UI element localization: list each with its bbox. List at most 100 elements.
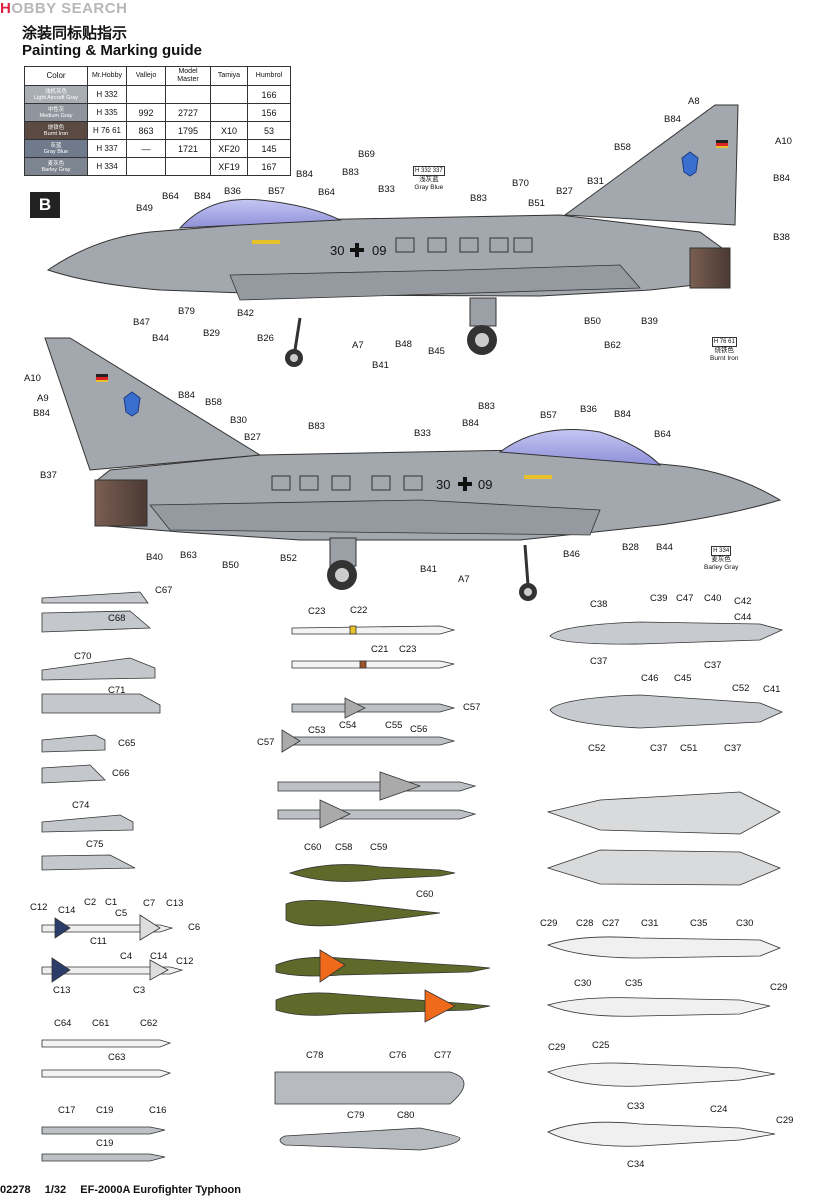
part-label: C28 <box>576 918 594 929</box>
serial-right: 09 <box>478 477 493 492</box>
part-label: C75 <box>86 839 104 850</box>
part-label: C70 <box>74 651 92 662</box>
part-label: C58 <box>335 842 353 853</box>
color-table-header: Color Mr.Hobby Vallejo Model Master Tami… <box>24 66 291 86</box>
callout-label: B39 <box>641 316 658 327</box>
kit-number: 02278 <box>0 1184 31 1196</box>
callout-label: B36 <box>580 404 597 415</box>
callout-label: B84 <box>33 408 50 419</box>
callout-label: A10 <box>24 373 41 384</box>
part-label: C45 <box>674 673 692 684</box>
callout-label: B57 <box>540 410 557 421</box>
part-label: C57 <box>257 737 275 748</box>
part-label: C6 <box>188 922 201 933</box>
part-label: C13 <box>53 985 71 996</box>
callout-label: B28 <box>622 542 639 553</box>
part-label: C59 <box>370 842 388 853</box>
callout-label: A8 <box>688 96 700 107</box>
callout-label: B84 <box>194 191 211 202</box>
part-label: C54 <box>339 720 357 731</box>
callout-label: B63 <box>180 550 197 561</box>
part-label: C22 <box>350 605 368 616</box>
callout-label: B64 <box>162 191 179 202</box>
part-label: C12 <box>30 902 48 913</box>
aircraft-side-view-right <box>44 337 782 601</box>
part-label: C1 <box>105 897 118 908</box>
part-label: C25 <box>592 1040 610 1051</box>
fuel-tank-parts <box>546 621 784 1147</box>
callout-label: B84 <box>614 409 631 420</box>
serial-left: 30 <box>330 243 345 258</box>
part-label: C12 <box>176 956 194 967</box>
part-label: C74 <box>72 800 90 811</box>
part-label: C42 <box>734 596 752 607</box>
humbrol-code: 156 <box>247 103 291 122</box>
part-label: C23 <box>399 644 417 655</box>
part-label: C7 <box>143 898 156 909</box>
callout-label: B36 <box>224 186 241 197</box>
callout-label: B41 <box>420 564 437 575</box>
part-label: C46 <box>641 673 659 684</box>
part-label: C27 <box>602 918 620 929</box>
pylon-parts <box>41 591 161 871</box>
callout-label: B26 <box>257 333 274 344</box>
part-label: C37 <box>704 660 722 671</box>
footer: 02278 1/32 EF-2000A Eurofighter Typhoon <box>0 1184 241 1196</box>
part-label: C29 <box>540 918 558 929</box>
callout-label: B51 <box>528 198 545 209</box>
callout-label: A10 <box>775 136 792 147</box>
part-label: C5 <box>115 908 128 919</box>
part-label: C66 <box>112 768 130 779</box>
callout-label: B84 <box>664 114 681 125</box>
part-label: C34 <box>627 1159 645 1170</box>
callout-label: B37 <box>40 470 57 481</box>
part-label: C53 <box>308 725 326 736</box>
missile-parts-left <box>41 914 184 1162</box>
part-label: C13 <box>166 898 184 909</box>
part-label: C40 <box>704 593 722 604</box>
part-label: C37 <box>650 743 668 754</box>
callout-label: B64 <box>318 187 335 198</box>
callout-label: B44 <box>656 542 673 553</box>
part-label: C47 <box>676 593 694 604</box>
part-label: C29 <box>776 1115 794 1126</box>
engine-nozzle <box>94 479 148 527</box>
missile-parts-center <box>274 625 491 1151</box>
engine-nozzle <box>689 247 731 289</box>
part-label: C37 <box>724 743 742 754</box>
callout-label: B83 <box>308 421 325 432</box>
part-label: C37 <box>590 656 608 667</box>
humbrol-code: 167 <box>247 157 291 176</box>
part-label: C44 <box>734 612 752 623</box>
callout-label: B70 <box>512 178 529 189</box>
callout-label: B42 <box>237 308 254 319</box>
part-label: C41 <box>763 684 781 695</box>
part-label: C60 <box>416 889 434 900</box>
part-label: C52 <box>588 743 606 754</box>
humbrol-code: 166 <box>247 85 291 104</box>
part-label: C29 <box>770 982 788 993</box>
callout-label: B84 <box>773 173 790 184</box>
callout-label: B49 <box>136 203 153 214</box>
callout-label: B83 <box>470 193 487 204</box>
part-label: C14 <box>150 951 168 962</box>
part-label: C65 <box>118 738 136 749</box>
callout-label: B83 <box>478 401 495 412</box>
part-label: C77 <box>434 1050 452 1061</box>
callout-label: B64 <box>654 429 671 440</box>
part-label: C30 <box>574 978 592 989</box>
part-label: C11 <box>90 936 107 947</box>
callout-label: B84 <box>462 418 479 429</box>
part-label: C71 <box>108 685 126 696</box>
part-label: C19 <box>96 1105 114 1116</box>
part-label: C17 <box>58 1105 76 1116</box>
callout-label: B44 <box>152 333 169 344</box>
part-label: C62 <box>140 1018 158 1029</box>
part-label: C30 <box>736 918 754 929</box>
